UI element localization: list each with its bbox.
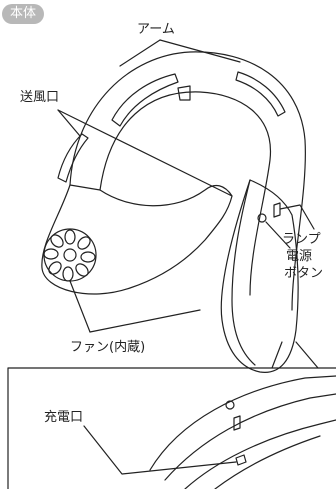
lamp-indicator [273,202,281,218]
section-badge: 本体 [2,4,44,24]
label-power-line1: 電源 [286,249,313,264]
detail-lamp [233,415,241,431]
detail-surface [214,435,321,489]
right-body [220,179,299,373]
zoom-line-left [271,341,283,369]
right-body-inner [231,179,256,366]
leader-charge [83,425,237,475]
leader-lamp [279,204,315,230]
leader-vent-1 [57,109,81,137]
leader-arm-2 [159,39,241,63]
left-body [41,184,233,295]
detail-panel-frame [7,367,336,489]
detail-charge-port [235,454,247,466]
power-button [257,213,267,223]
arm-vent-right [235,71,286,117]
label-charge-port: 充電口 [44,410,84,425]
leader-power [265,221,291,249]
zoom-line-right [295,341,319,369]
label-power-line2: ボタン [284,266,324,281]
detail-body-lower [184,419,336,489]
detail-power-button [225,400,235,410]
leader-fan-1 [69,280,91,333]
label-lamp: ランプ [282,232,321,247]
label-vent: 送風口 [20,90,60,105]
label-fan: ファン(内蔵) [70,340,146,355]
band-inner-arc [99,91,272,296]
leader-arm-1 [119,39,161,67]
arm-top-slot [177,85,191,101]
left-body-side-slot [57,133,89,183]
leader-fan-2 [89,309,201,333]
arm-vent-left [111,73,179,127]
detail-body-outer [149,375,336,471]
leader-vent-2 [57,109,233,197]
band-outer-arc [69,51,306,311]
label-arm: アーム [137,22,175,37]
